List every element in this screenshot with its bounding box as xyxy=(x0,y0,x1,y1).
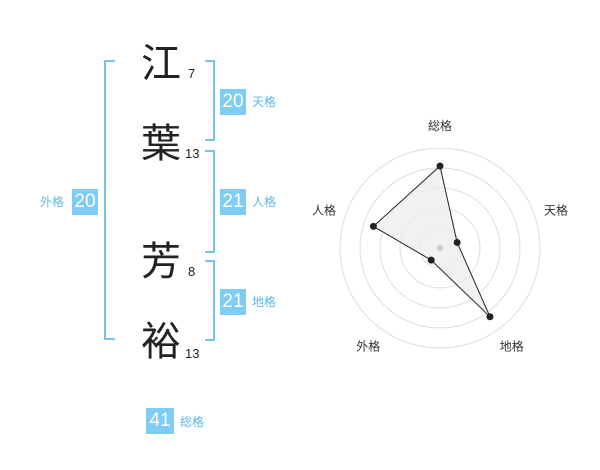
tenkaku-label: 天格 xyxy=(252,95,277,109)
soukaku-label: 総格 xyxy=(180,415,205,429)
gaikaku-bracket xyxy=(104,60,115,340)
radar-center-dot xyxy=(437,245,443,251)
name-char-4: 裕 xyxy=(141,319,181,365)
stroke-count-2: 13 xyxy=(185,146,200,161)
name-char-3: 芳 xyxy=(141,239,181,285)
gaikaku-label: 外格 xyxy=(40,195,65,209)
radar-axis-label: 人格 xyxy=(312,202,336,217)
stroke-count-1: 7 xyxy=(188,66,196,81)
radar-ring xyxy=(339,147,541,349)
jinkaku-value-badge: 21 xyxy=(220,189,246,215)
radar-point xyxy=(453,238,461,246)
name-char-2: 葉 xyxy=(141,121,181,167)
stroke-count-4: 13 xyxy=(185,346,200,361)
radar-point xyxy=(436,162,444,170)
gaikaku-value-badge: 20 xyxy=(72,189,98,215)
radar-point xyxy=(486,313,494,321)
tenkaku-value-badge: 20 xyxy=(220,89,246,115)
radar-point xyxy=(427,256,435,264)
jinkaku-bracket xyxy=(205,150,215,253)
tenkaku-bracket xyxy=(205,60,215,141)
stroke-count-3: 8 xyxy=(188,264,196,279)
name-char-1: 江 xyxy=(141,41,181,87)
soukaku-value-badge: 41 xyxy=(146,408,174,434)
radar-point xyxy=(369,222,377,230)
chikaku-value-badge: 21 xyxy=(220,289,246,315)
radar-axis-label: 総格 xyxy=(428,118,452,133)
radar-polygon xyxy=(372,165,491,318)
radar-axis-label: 天格 xyxy=(544,202,568,217)
radar-axis-label: 地格 xyxy=(500,339,524,354)
jinkaku-label: 人格 xyxy=(252,195,277,209)
radar-axis-label: 外格 xyxy=(356,339,380,354)
radar-points xyxy=(369,162,494,321)
chikaku-bracket xyxy=(205,260,215,341)
chikaku-label: 地格 xyxy=(252,295,277,309)
